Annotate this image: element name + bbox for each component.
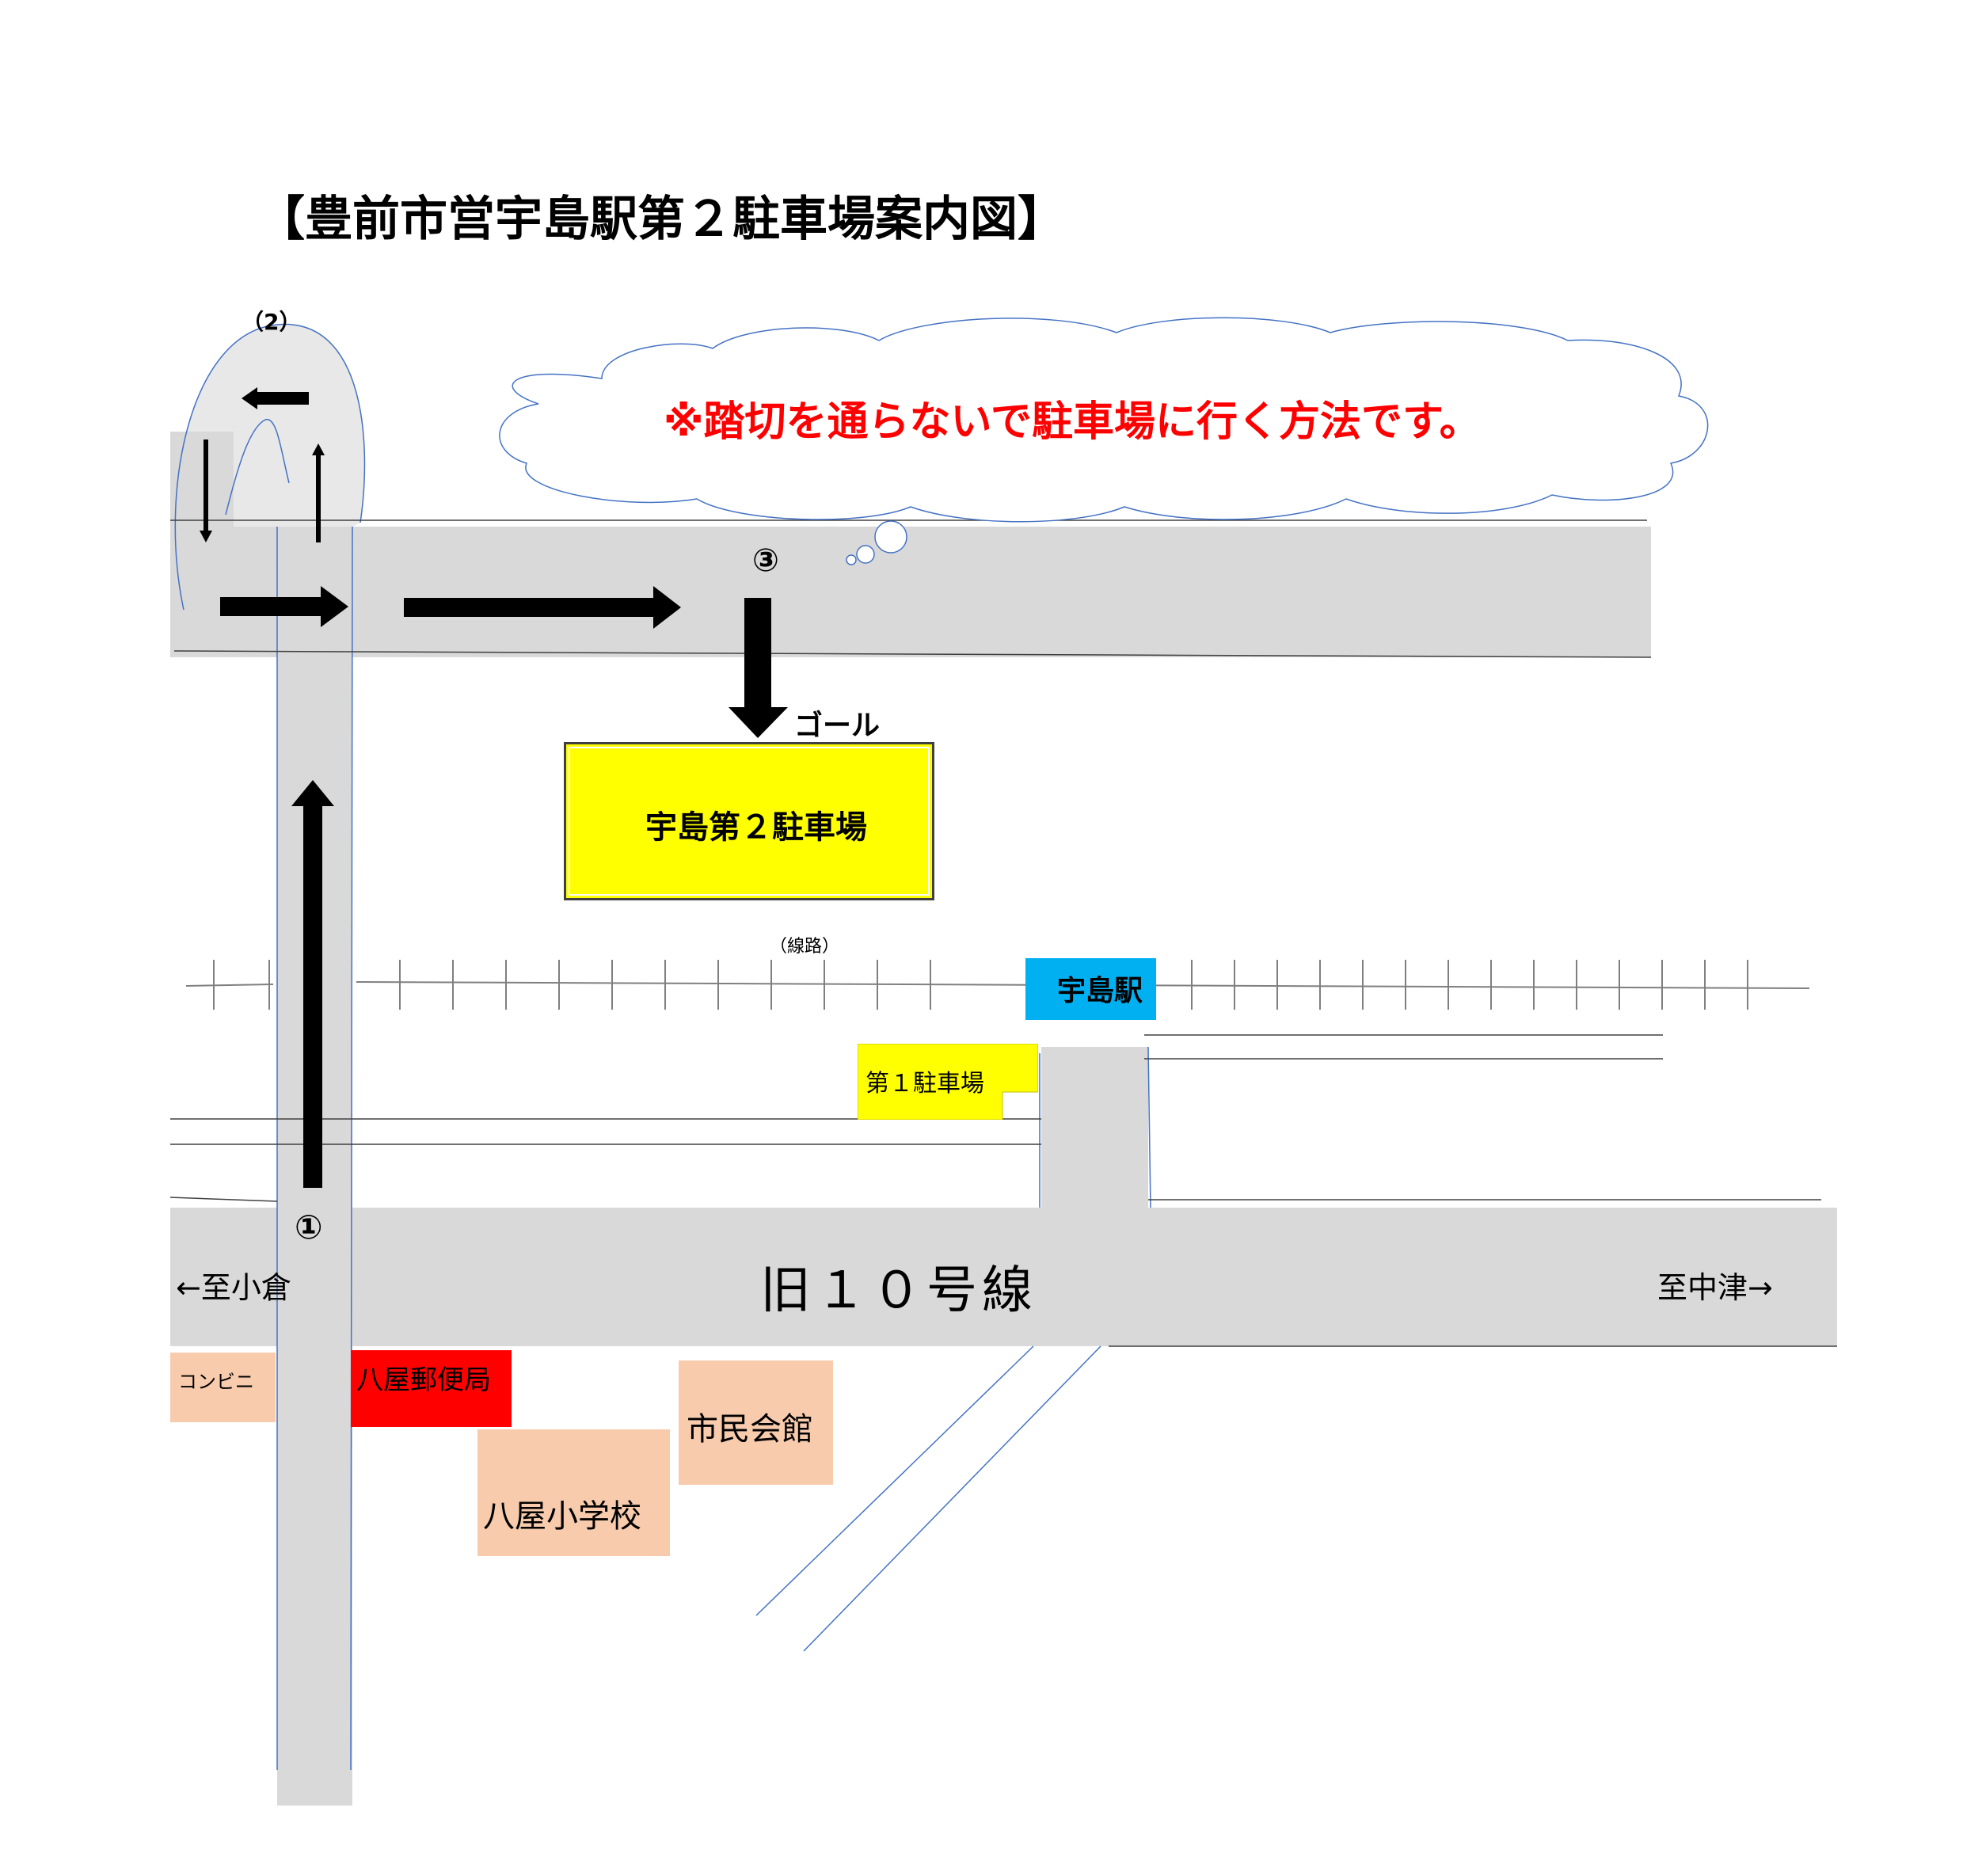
- station-access-road: [1041, 1047, 1148, 1208]
- road-east-label: 至中津→: [1657, 1270, 1773, 1305]
- goal-label: ゴール: [794, 710, 881, 742]
- railway-ties: [213, 960, 1748, 1010]
- parking-lot-2-label: 宇島第２駐車場: [645, 809, 867, 846]
- route-arrows: [200, 387, 788, 1188]
- parking-lot-1: [858, 1044, 1038, 1120]
- main-road-name: 旧１０号線: [760, 1261, 1037, 1320]
- road-edge-lines: [276, 526, 1151, 1771]
- elementary-school-label: 八屋小学校: [483, 1498, 641, 1535]
- convenience-store-label: コンビニ: [178, 1371, 254, 1393]
- main-road: [170, 1208, 1837, 1346]
- parking-lot-1-label: 第１駐車場: [865, 1070, 984, 1098]
- arrow-right-icon: [404, 586, 681, 629]
- road-west-label: ←至小倉: [176, 1270, 291, 1305]
- upper-road: [170, 527, 1651, 657]
- arrow-up-icon: [312, 443, 325, 542]
- page-title: 【豊前市営宇島駅第２駐車場案内図】: [257, 192, 1065, 247]
- dark-edge-lines: [169, 519, 1837, 1347]
- civic-hall-label: 市民会館: [687, 1411, 813, 1448]
- loop-inner-curve: [225, 419, 290, 516]
- arrow-right-icon: [220, 586, 348, 627]
- step-one-label: ①: [295, 1208, 323, 1246]
- railway: [185, 981, 1810, 989]
- post-office: [351, 1350, 512, 1427]
- arrow-down-icon: [729, 598, 788, 738]
- step-three-label: ③: [752, 542, 779, 579]
- railway-label: （線路）: [770, 937, 840, 957]
- step-two-label: （2）: [242, 309, 302, 335]
- civic-hall: [679, 1360, 833, 1485]
- elementary-school: [477, 1429, 670, 1556]
- thought-cloud-icon: [499, 317, 1709, 565]
- convenience-store: [170, 1353, 276, 1422]
- arrow-up-icon: [291, 780, 334, 1188]
- station-box: [1025, 958, 1156, 1020]
- parking-lot-2: [564, 742, 934, 900]
- station-label: 宇島駅: [1057, 975, 1143, 1007]
- arrow-left-icon: [242, 387, 309, 409]
- route-note: ※踏切を通らないで駐車場に行く方法です。: [664, 398, 1481, 446]
- arrow-down-icon: [200, 440, 212, 542]
- post-office-label: 八屋郵便局: [356, 1364, 491, 1396]
